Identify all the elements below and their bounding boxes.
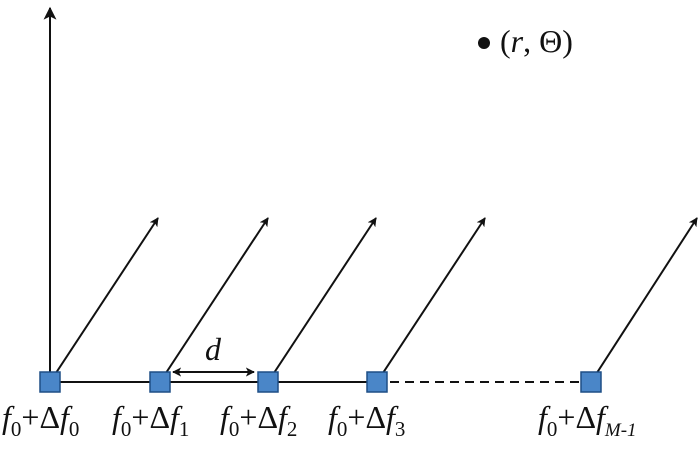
element-label-2: f0+Δf2	[220, 399, 297, 441]
element-arrow-3	[376, 217, 486, 383]
element-label-1: f0+Δf1	[112, 399, 189, 441]
element-arrow-0	[49, 217, 159, 383]
array-element-3	[366, 371, 388, 393]
target-point-label: (r, Θ)	[500, 23, 573, 59]
element-arrow-4	[590, 217, 698, 383]
element-arrow-2	[267, 217, 377, 383]
array-element-0	[39, 371, 61, 393]
target-theta: Θ	[539, 23, 562, 59]
target-r: r	[511, 23, 524, 59]
array-element-2	[257, 371, 279, 393]
array-element-1	[149, 371, 171, 393]
element-label-0: f0+Δf0	[2, 399, 79, 441]
element-label-4: f0+ΔfM-1	[538, 399, 637, 441]
element-arrow-1	[159, 217, 269, 383]
spacing-label: d	[205, 331, 222, 367]
element-label-3: f0+Δf3	[328, 399, 405, 441]
target-point-dot	[478, 37, 490, 49]
array-element-4	[580, 371, 602, 393]
